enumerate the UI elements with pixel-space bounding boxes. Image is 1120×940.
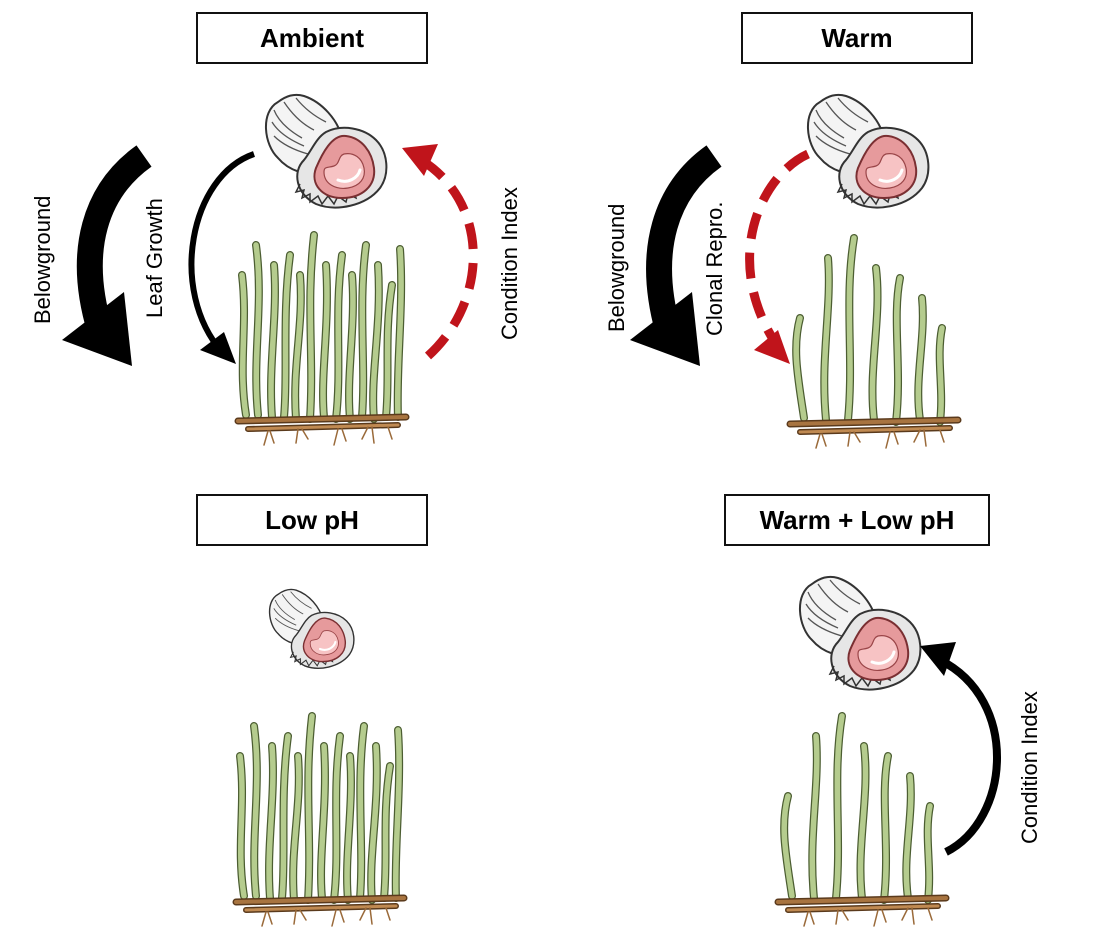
label-leaf-growth: Leaf Growth	[142, 198, 167, 318]
panel-low-ph	[236, 588, 404, 926]
condition-index-arrow	[920, 642, 1001, 856]
oyster-illustration	[264, 93, 388, 209]
seagrass-illustration	[238, 235, 406, 445]
oyster-illustration	[798, 575, 922, 691]
seagrass-illustration	[790, 238, 958, 448]
label-belowground: Belowground	[604, 204, 629, 332]
panel-title-low-ph: Low pH	[196, 494, 428, 546]
panel-title-warm: Warm	[741, 12, 973, 64]
label-condition-index: Condition Index	[1017, 691, 1042, 844]
panel-title-warm-low-ph: Warm + Low pH	[724, 494, 990, 546]
belowground-arrow	[630, 145, 722, 366]
oyster-illustration	[806, 93, 930, 209]
belowground-arrow	[62, 145, 152, 366]
panel-title-ambient: Ambient	[196, 12, 428, 64]
label-clonal-repro: Clonal Repro.	[702, 201, 727, 336]
seagrass-illustration	[236, 716, 404, 926]
leaf-growth-arrow	[188, 151, 256, 364]
panel-warm: Belowground Clonal Repro.	[604, 93, 958, 448]
condition-index-arrow	[402, 144, 478, 360]
seagrass-illustration	[778, 716, 946, 926]
panel-ambient: Belowground Leaf Growth Condition Index	[30, 93, 522, 445]
clonal-repro-arrow	[745, 149, 811, 364]
oyster-illustration	[268, 588, 355, 670]
label-belowground: Belowground	[30, 196, 55, 324]
label-condition-index: Condition Index	[497, 187, 522, 340]
panel-warm-low-ph: Condition Index	[778, 575, 1042, 926]
